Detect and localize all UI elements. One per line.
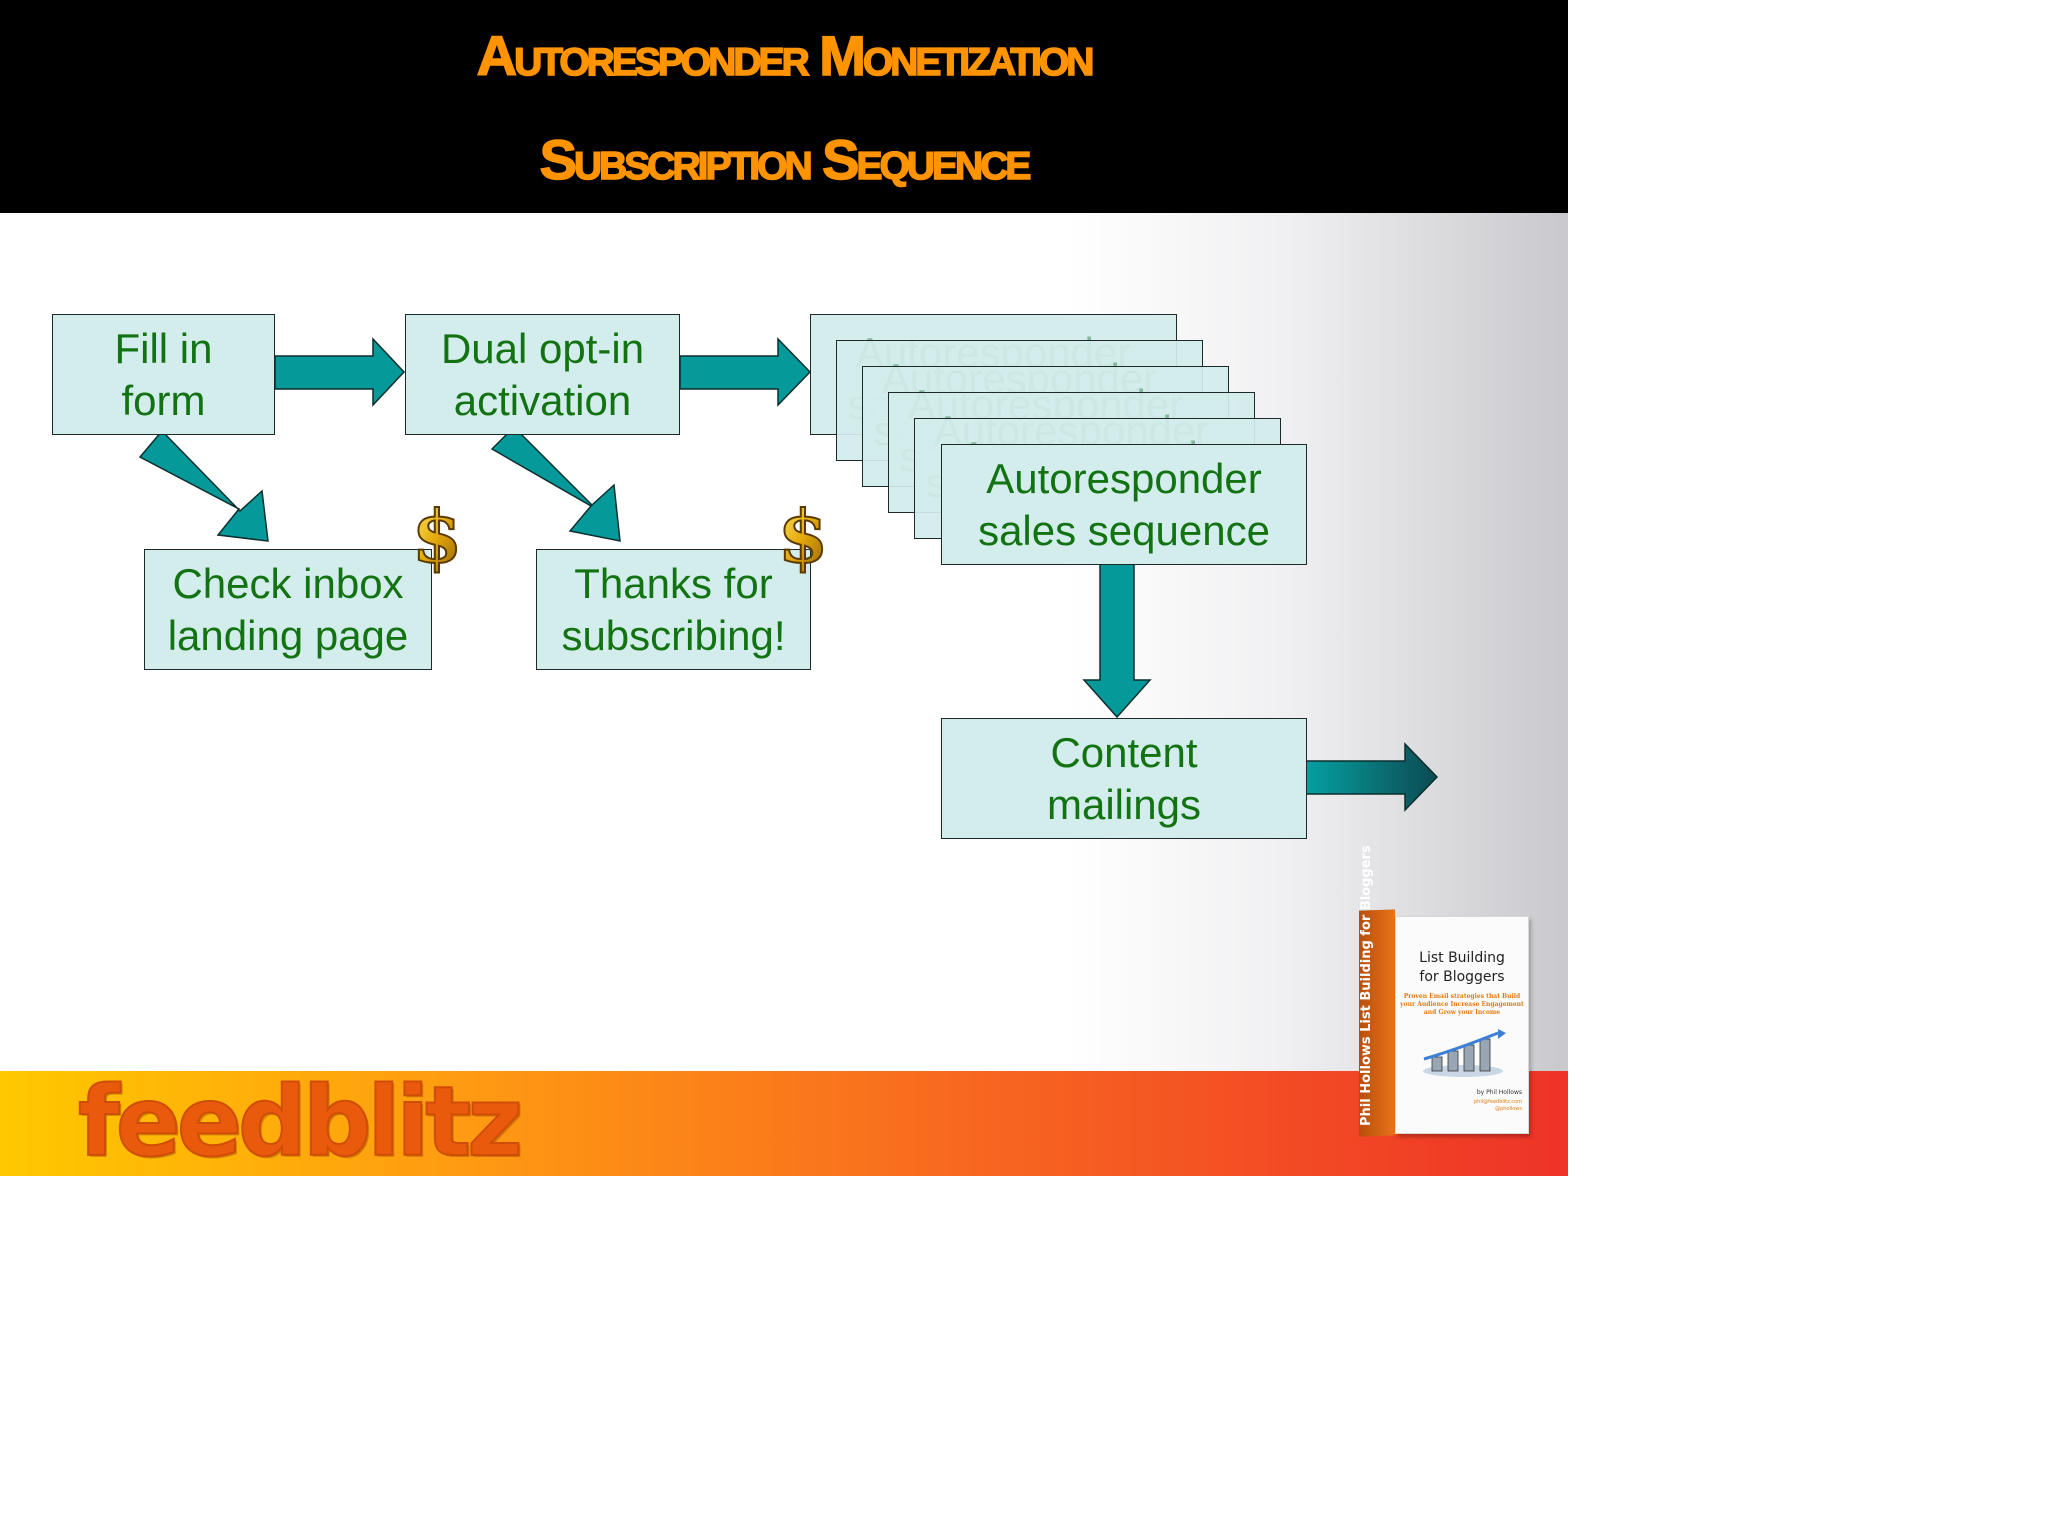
arrow-right-icon bbox=[274, 337, 406, 407]
thanks-box: Thanks for subscribing! bbox=[536, 549, 811, 670]
book-spine-text: Phil Hollows List Building for Bloggers bbox=[1359, 845, 1374, 1126]
arrow-diagonal-icon bbox=[490, 425, 621, 542]
autoresponder-label: Autoresponder sales sequence bbox=[978, 454, 1270, 554]
book-author: by Phil Hollows bbox=[1476, 1089, 1522, 1096]
dollar-sign-icon: $ bbox=[411, 496, 463, 576]
fill-in-form-box: Fill in form bbox=[52, 314, 275, 435]
slide-title: Autoresponder Monetization bbox=[476, 23, 1095, 88]
feedblitz-logo: feedblitz bbox=[77, 1066, 524, 1176]
arrow-diagonal-icon bbox=[138, 429, 269, 542]
book-cover-image: Phil Hollows List Building for Bloggers … bbox=[1355, 845, 1530, 1138]
chart-graphic-icon bbox=[1423, 1029, 1506, 1077]
svg-text:$: $ bbox=[778, 496, 828, 576]
arrow-right-icon bbox=[679, 337, 812, 407]
arrows-layer bbox=[138, 337, 1439, 812]
footer-bar bbox=[0, 1071, 1568, 1176]
autoresponder-box: Autoresponder sales sequence bbox=[941, 444, 1307, 565]
svg-text:$: $ bbox=[412, 496, 462, 576]
content-mailings-label: Content mailings bbox=[1046, 728, 1202, 828]
check-inbox-label: Check inbox landing page bbox=[167, 559, 409, 659]
thanks-label: Thanks for subscribing! bbox=[561, 559, 786, 659]
content-mailings-box: Content mailings bbox=[941, 718, 1307, 839]
slide: Autoresponder Monetization Subscription … bbox=[0, 0, 1568, 1176]
dual-opt-in-box: Dual opt-in activation bbox=[405, 314, 680, 435]
slide-subtitle: Subscription Sequence bbox=[539, 127, 1032, 192]
book-subtitle: Proven Email strategies that Build your … bbox=[1400, 993, 1524, 1016]
book-meta: phil@feedblitz.com @phollows bbox=[1473, 1099, 1522, 1112]
book-title: List Building for Bloggers bbox=[1419, 950, 1505, 985]
arrow-down-icon bbox=[1082, 562, 1152, 719]
header-bar: Autoresponder Monetization Subscription … bbox=[0, 0, 1568, 213]
book-front: List Building for Bloggers Proven Email … bbox=[1395, 916, 1529, 1134]
dual-opt-in-label: Dual opt-in activation bbox=[440, 324, 645, 424]
check-inbox-box: Check inbox landing page bbox=[144, 549, 432, 670]
arrow-right-icon bbox=[1305, 742, 1439, 812]
fill-in-form-label: Fill in form bbox=[114, 324, 213, 424]
dollar-sign-icon: $ bbox=[777, 496, 829, 576]
